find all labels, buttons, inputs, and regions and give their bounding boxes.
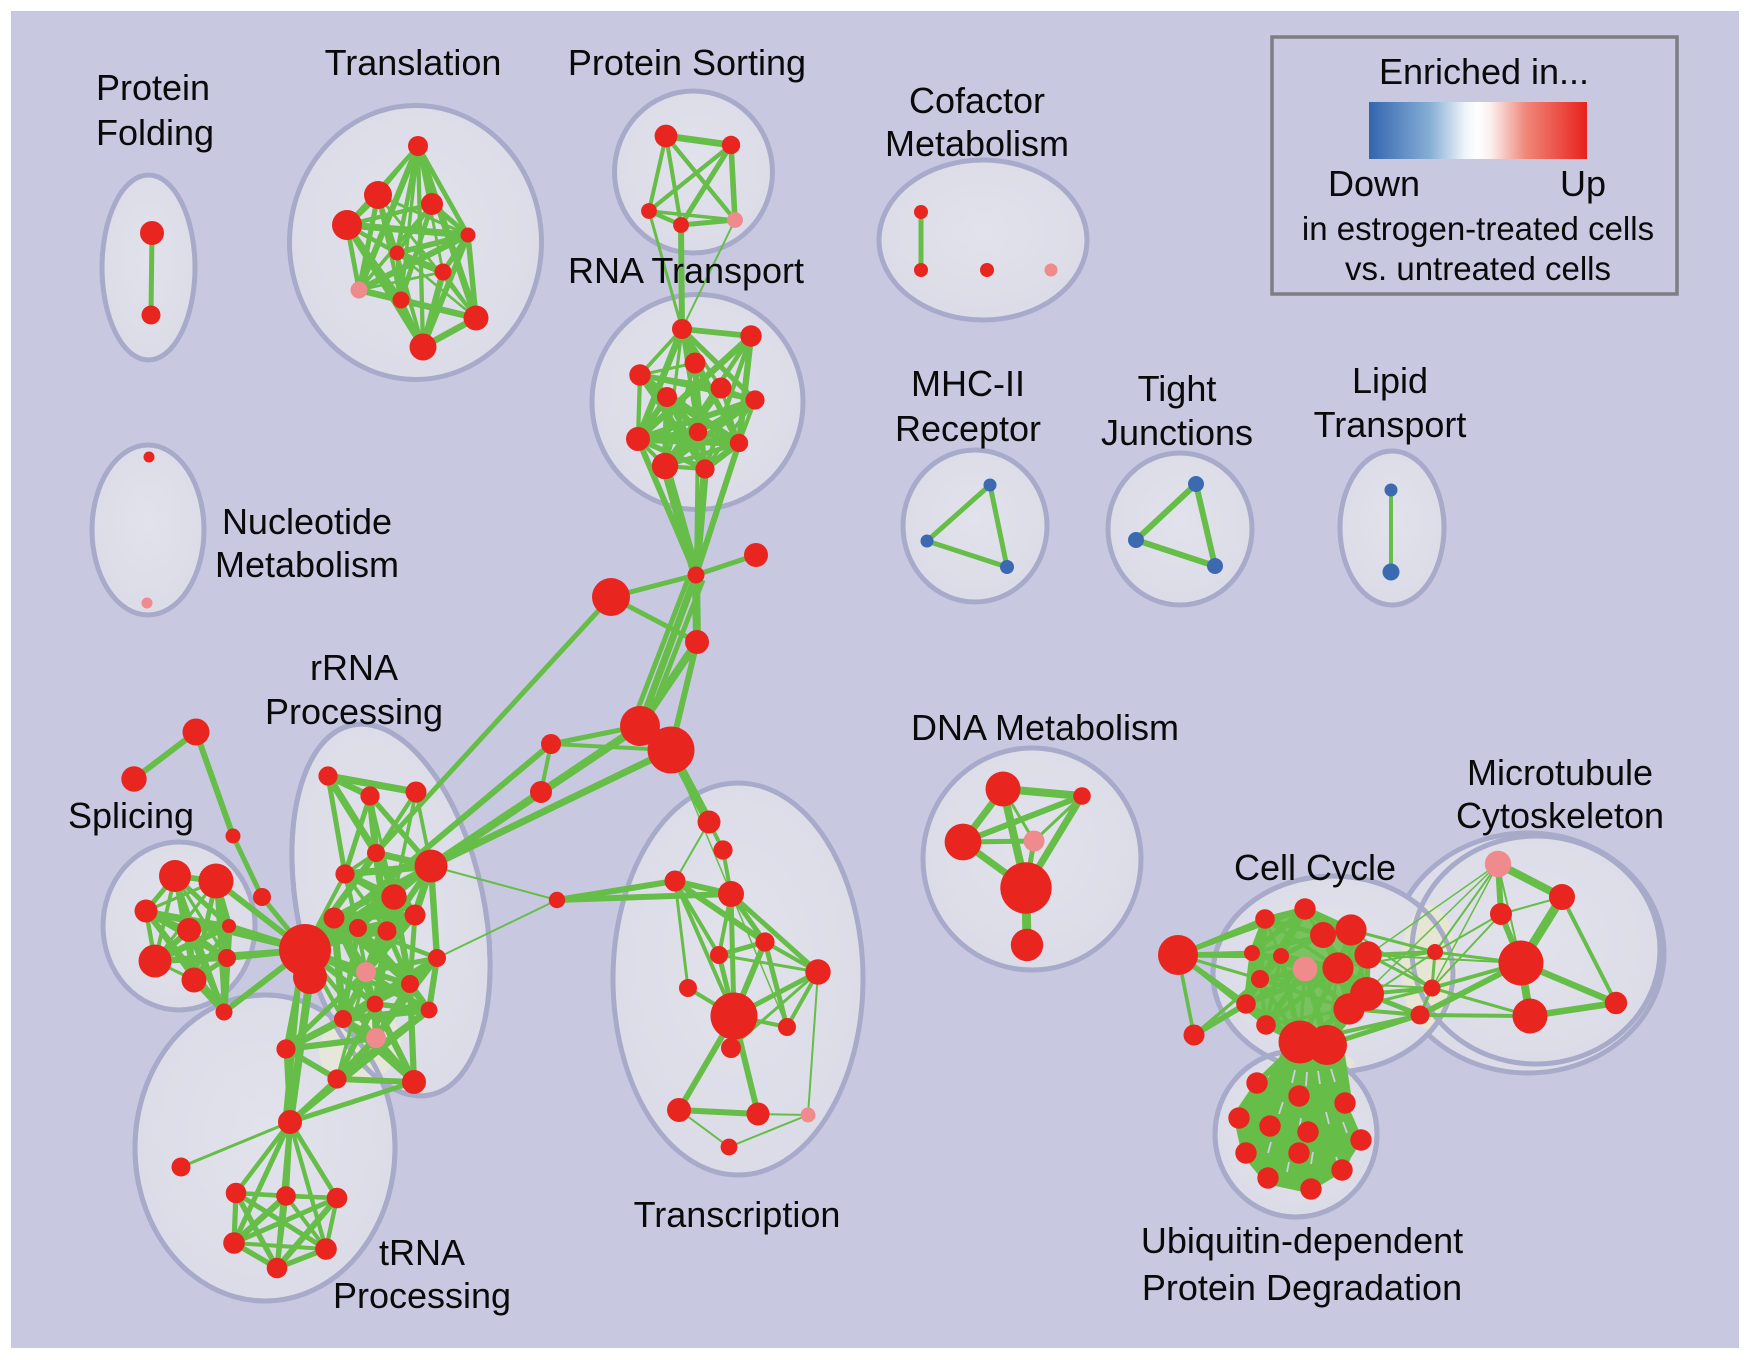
svg-text:Cytoskeleton: Cytoskeleton (1456, 795, 1664, 836)
svg-text:Tight: Tight (1138, 368, 1217, 409)
svg-text:RNA Transport: RNA Transport (568, 250, 804, 291)
svg-text:Lipid: Lipid (1352, 360, 1428, 401)
svg-text:rRNA: rRNA (310, 647, 398, 688)
svg-text:Junctions: Junctions (1101, 412, 1253, 453)
svg-text:Metabolism: Metabolism (885, 123, 1069, 164)
svg-text:Processing: Processing (333, 1275, 511, 1316)
svg-text:Protein: Protein (96, 67, 210, 108)
svg-text:Protein Sorting: Protein Sorting (568, 42, 806, 83)
svg-text:Microtubule: Microtubule (1467, 752, 1653, 793)
svg-text:Translation: Translation (325, 42, 502, 83)
svg-text:Processing: Processing (265, 691, 443, 732)
svg-text:DNA Metabolism: DNA Metabolism (911, 707, 1179, 748)
svg-text:Transcription: Transcription (634, 1194, 841, 1235)
svg-text:Enriched in...: Enriched in... (1379, 51, 1589, 92)
svg-text:Up: Up (1560, 163, 1606, 204)
svg-text:Receptor: Receptor (895, 408, 1041, 449)
svg-text:tRNA: tRNA (379, 1232, 465, 1273)
svg-text:in estrogen-treated cells: in estrogen-treated cells (1302, 210, 1654, 247)
svg-text:Down: Down (1328, 163, 1420, 204)
svg-text:Protein Degradation: Protein Degradation (1142, 1267, 1462, 1308)
svg-text:Ubiquitin-dependent: Ubiquitin-dependent (1141, 1220, 1463, 1261)
svg-text:Splicing: Splicing (68, 795, 194, 836)
svg-text:Cell Cycle: Cell Cycle (1234, 847, 1396, 888)
svg-text:vs. untreated cells: vs. untreated cells (1345, 250, 1611, 287)
svg-text:Metabolism: Metabolism (215, 544, 399, 585)
svg-text:Folding: Folding (96, 112, 214, 153)
svg-text:MHC-II: MHC-II (911, 363, 1025, 404)
svg-text:Cofactor: Cofactor (909, 80, 1045, 121)
svg-text:Nucleotide: Nucleotide (222, 501, 392, 542)
svg-text:Transport: Transport (1314, 404, 1467, 445)
